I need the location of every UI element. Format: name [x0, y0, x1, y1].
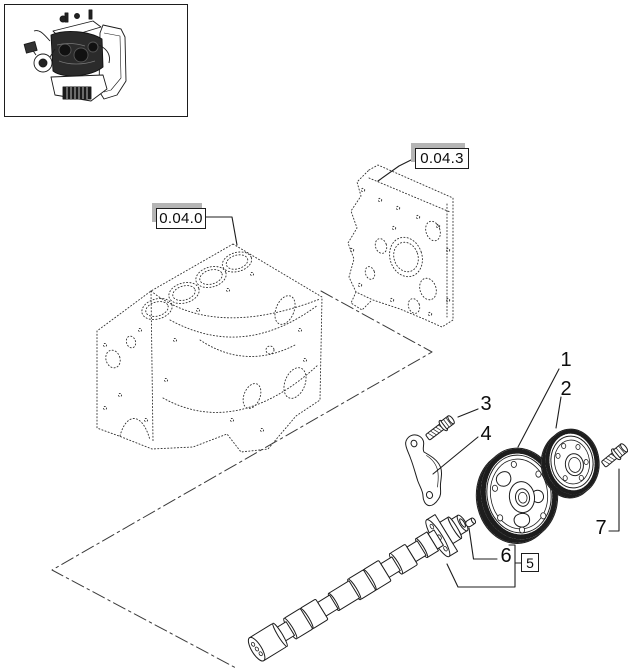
- centerline-projection: [51, 290, 433, 669]
- callout-7: 7: [595, 517, 607, 539]
- camshaft-drawing: [247, 514, 469, 662]
- bolt-7-drawing: [601, 443, 628, 468]
- timing-cover-phantom-drawing: [347, 164, 454, 328]
- key-drawing: [465, 517, 477, 528]
- bolt-3-drawing: [425, 415, 455, 441]
- section-ref-block[interactable]: 0.04.0: [152, 203, 206, 229]
- leader-callout-4: [432, 436, 479, 475]
- leader-callout-7: [608, 468, 620, 532]
- leader-callout-3: [457, 408, 479, 418]
- callout-6: 6: [500, 545, 512, 567]
- callout-5-boxed[interactable]: 5: [521, 553, 539, 572]
- engine-overview-thumbnail: [4, 4, 188, 117]
- engine-overview-sketch: [23, 9, 127, 102]
- callout-3: 3: [480, 393, 492, 415]
- section-ref-block-text: 0.04.0: [156, 208, 206, 229]
- callout-2: 2: [560, 378, 572, 400]
- section-ref-cover-text: 0.04.3: [415, 148, 469, 169]
- leader-callout-6: [468, 527, 498, 560]
- leader-lines: [203, 157, 620, 588]
- section-ref-cover[interactable]: 0.04.3: [411, 143, 469, 169]
- leader-callout-2: [555, 396, 562, 429]
- engine-block-phantom-drawing: [96, 243, 323, 453]
- callout-4: 4: [480, 423, 492, 445]
- leader-callout-1: [517, 368, 560, 448]
- leader-ref-block: [203, 216, 238, 246]
- camshaft-gear-drawing: [475, 447, 559, 544]
- idler-gear-drawing: [540, 428, 600, 499]
- bracket-callout-5: [446, 544, 522, 588]
- thrust-plate-drawing: [405, 434, 443, 507]
- leader-ref-cover: [377, 157, 416, 182]
- callout-1: 1: [560, 349, 572, 371]
